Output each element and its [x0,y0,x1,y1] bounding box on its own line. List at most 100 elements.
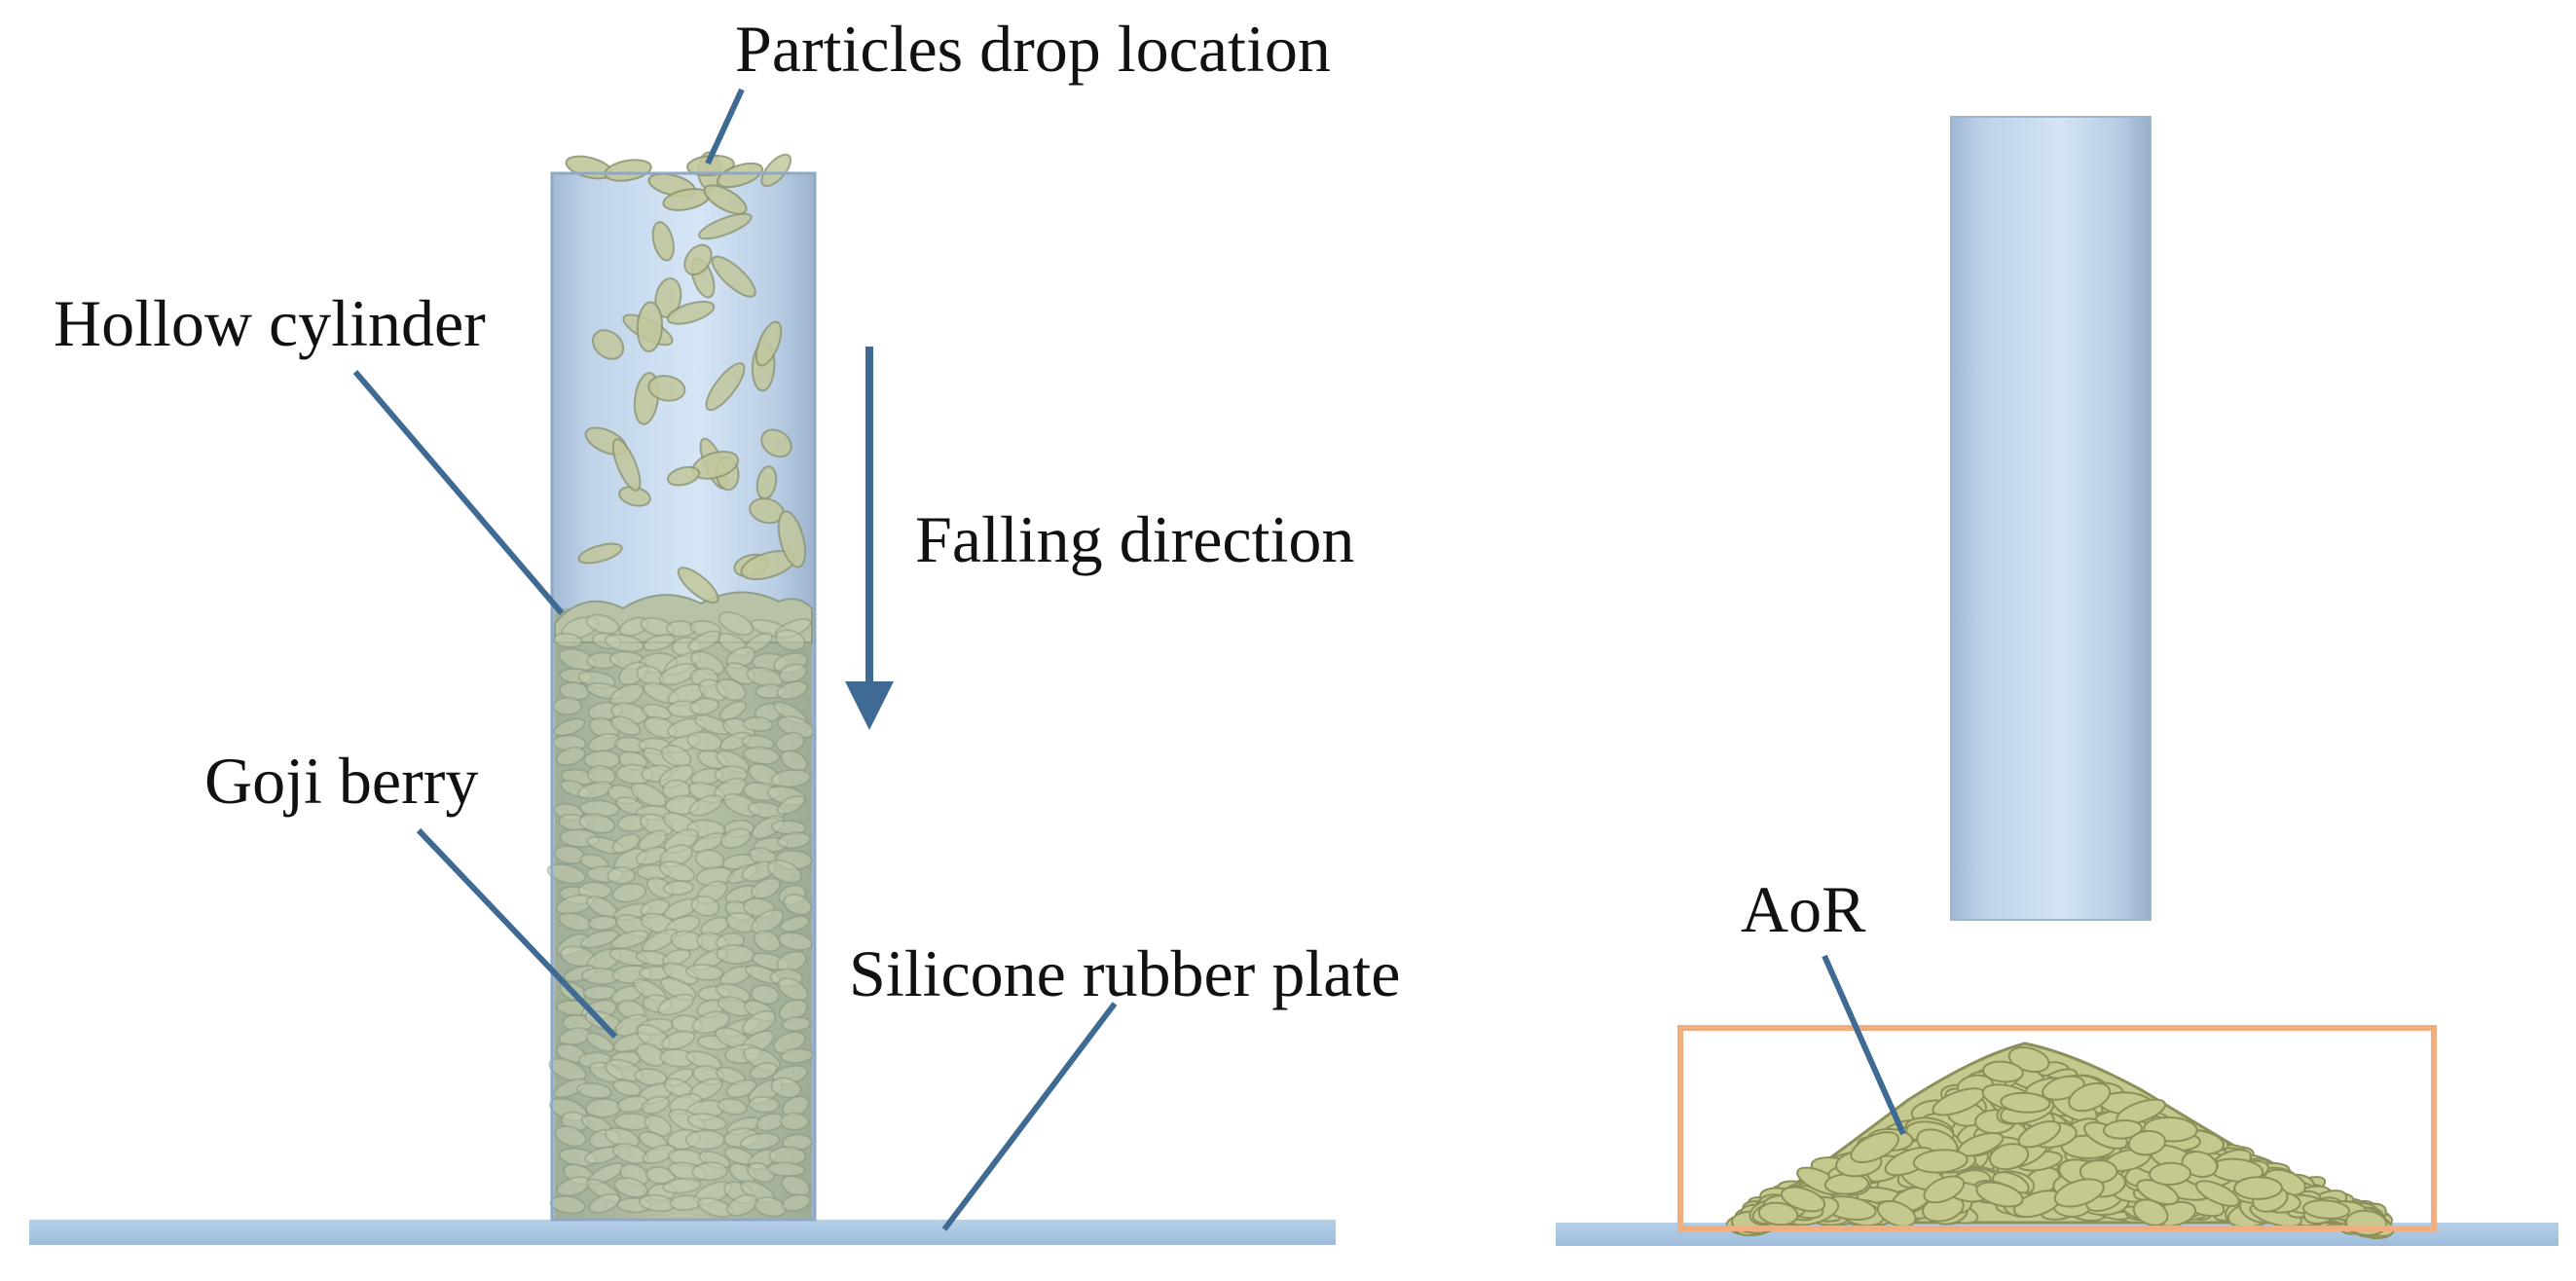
goji-berry-particle [613,1177,648,1198]
goji-berry-particle [554,1124,587,1148]
goji-berry-particle [684,1129,726,1151]
goji-berry-particle [753,930,782,953]
goji-berry-particle [658,860,696,883]
goji-berry-leader [416,827,618,1040]
goji-berry-particle [718,700,748,721]
goji-berry-particle [660,744,692,768]
goji-berry-particle [552,632,583,649]
goji-berry-particle [777,932,814,952]
label-particles-drop-location: Particles drop location [735,12,1331,86]
goji-berry-particle [651,221,675,262]
goji-berry-particle [669,1194,703,1212]
goji-berry-particle [642,1144,677,1165]
goji-berry-particle [585,1032,615,1053]
goji-berry-particle [611,438,642,492]
silicone-plate-leader [941,1002,1118,1231]
goji-berry-particle [690,895,720,918]
goji-berry-particle [716,943,755,966]
goji-berry-particle [660,1030,696,1051]
goji-berry-particle [1975,1181,2024,1208]
goji-berry-particle [698,212,753,240]
goji-berry-particle [783,893,813,916]
goji-berry-particle [546,862,587,885]
goji-berry-particle [780,1047,814,1064]
goji-berry-particle [748,1095,781,1114]
goji-berry-particle [2053,1178,2105,1208]
goji-berry-particle [553,1078,588,1099]
goji-berry-particle [666,300,716,325]
goji-berry-particle [780,749,808,773]
goji-berry-particle [2116,1098,2166,1125]
goji-berry-particle [576,1081,612,1100]
goji-berry-particle [718,610,754,637]
goji-berry-particle [760,153,792,188]
cylinder-outline [550,171,817,1222]
goji-berry-particle [777,831,812,850]
goji-berry-particle [770,1077,802,1099]
goji-berry-particle [683,243,713,276]
goji-berry-particle [777,976,809,1003]
goji-berry-particle [2102,1119,2144,1140]
goji-berry-particle [607,865,637,886]
goji-berry-particle [579,929,619,949]
goji-berry-particle [578,813,616,834]
goji-pile [1725,1046,2395,1240]
drop-location-leader [705,88,745,165]
goji-berry-particle [779,915,810,933]
goji-berry-particle [2194,1180,2240,1207]
goji-berry-particle [774,629,806,652]
goji-berry-particle [688,794,723,817]
goji-berry-particle [677,567,719,604]
goji-berry-particle [781,1193,812,1212]
goji-berry-particle [592,329,625,360]
goji-berry-particle [754,320,783,367]
aor-box [1677,1025,2437,1231]
goji-berry-particle [1780,1186,1826,1213]
goji-berry-particle [588,1192,621,1215]
label-aor: AoR [1741,872,1866,946]
goji-berry-particle [2301,1199,2351,1220]
goji-berry-particle [585,613,620,635]
lifted-cylinder [1951,117,2151,920]
goji-berry-particle [611,882,647,903]
label-falling-direction: Falling direction [915,502,1355,576]
goji-berry-particle [715,677,747,702]
goji-berry-particle [2068,1081,2112,1113]
goji-berry-particle [1876,1200,1917,1227]
goji-berry-particle [1850,1131,1899,1164]
goji-berry-particle [703,184,748,215]
goji-berry-particle [1912,1149,1969,1174]
goji-berry-particle [726,1193,758,1217]
goji-berry-particle [662,1177,702,1194]
goji-berry-particle [716,162,764,189]
goji-berry-particle [751,908,785,934]
lifted-cylinder-outline [1950,116,2152,921]
goji-berry-particle [776,679,809,701]
goji-berry-particle [636,301,664,353]
goji-berry-particle [1757,1201,1799,1226]
goji-berry-particle [711,255,756,298]
goji-berry-particle [776,794,806,816]
label-hollow-cylinder: Hollow cylinder [54,286,486,360]
falling-goji-berries [565,151,806,604]
goji-berry-particle [777,510,806,568]
label-goji-berry: Goji berry [204,744,479,818]
goji-berry-particle [767,859,803,884]
goji-berry-particle [751,877,782,900]
down-arrow-icon [845,681,894,730]
goji-berry-particle [647,375,686,402]
goji-berry-particle [760,428,792,458]
goji-berry-particle [609,930,650,950]
goji-berry-particle [779,1112,810,1131]
goji-berry-particle [719,827,752,850]
goji-berry-particle [749,1061,779,1080]
goji-berry-particle [555,746,586,767]
goji-berry-particle [2148,1161,2192,1187]
goji-berry-particle [654,277,682,318]
goji-berry-particle [2000,1091,2051,1114]
goji-berry-particle [1988,1143,2030,1171]
goji-berry-particle [2233,1176,2283,1200]
goji-berry-particle [548,1057,587,1082]
